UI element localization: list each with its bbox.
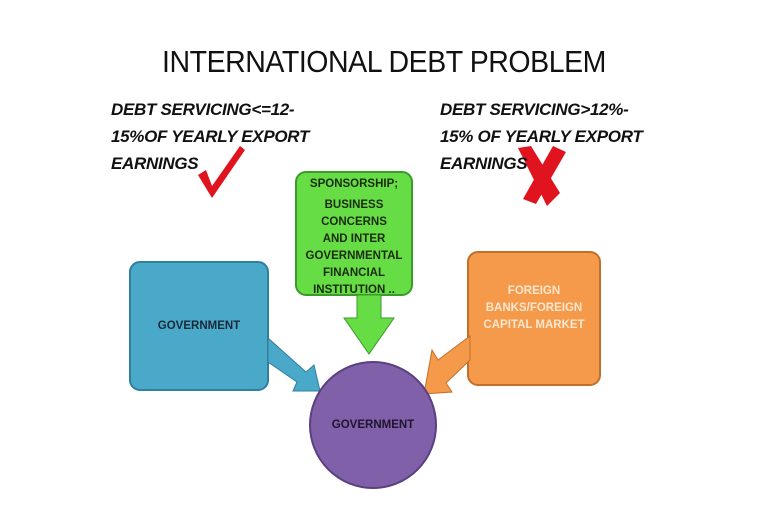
condition-line: EARNINGS: [111, 154, 199, 173]
box-line: BANKS/FOREIGN: [485, 302, 583, 314]
circle-label: GOVERNMENT: [331, 418, 415, 431]
sponsorship-box: SPONSORSHIP; BUSINESS CONCERNS AND INTER…: [296, 172, 412, 296]
page-title: INTERNATIONAL DEBT PROBLEM: [162, 44, 606, 79]
condition-line: EARNINGS: [440, 154, 528, 173]
box-line: FINANCIAL: [323, 267, 385, 279]
box-label: GOVERNMENT: [157, 319, 241, 332]
check-mark-icon: [198, 146, 245, 198]
borrower-government-circle: GOVERNMENT: [310, 362, 436, 488]
blue-arrow-icon: [267, 336, 321, 392]
condition-line: DEBT SERVICING>12%-: [440, 100, 629, 119]
foreign-banks-box: FOREIGN BANKS/FOREIGN CAPITAL MARKET: [468, 252, 600, 385]
box-line: BUSINESS CONCERNS: [321, 199, 387, 228]
acceptable-debt-condition: DEBT SERVICING<=12- 15%OF YEARLY EXPORT …: [111, 96, 309, 177]
government-box-shape: [129, 261, 269, 391]
box-line: CAPITAL MARKET: [483, 319, 585, 331]
condition-line: DEBT SERVICING<=12-: [111, 100, 295, 119]
cross-mark-icon: [518, 146, 566, 206]
condition-line: 15% OF YEARLY EXPORT: [440, 127, 643, 146]
problem-debt-condition: DEBT SERVICING>12%- 15% OF YEARLY EXPORT…: [440, 96, 643, 177]
down-arrow-icon: [343, 294, 395, 355]
box-line: GOVERNMENTAL: [305, 250, 403, 262]
sponsorship-box-shape: [295, 171, 413, 296]
box-line: FOREIGN: [507, 285, 561, 297]
box-line: AND INTER: [322, 233, 386, 245]
box-line: INSTITUTION ..: [313, 284, 395, 296]
orange-arrow-icon: [423, 335, 471, 395]
government-circle-shape: [309, 361, 437, 489]
foreign-banks-box-shape: [467, 251, 601, 386]
condition-line: 15%OF YEARLY EXPORT: [111, 127, 310, 146]
sponsorship-heading: SPONSORSHIP;: [309, 178, 399, 190]
lender-government-box: GOVERNMENT: [130, 262, 268, 390]
